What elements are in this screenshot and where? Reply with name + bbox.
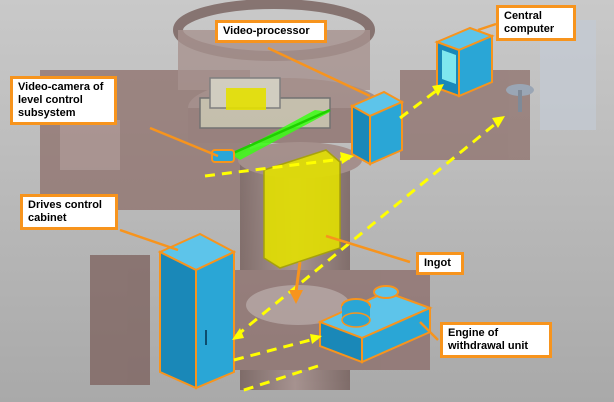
arrow-from-cabinet (492, 116, 505, 128)
link-processor-computer (399, 86, 441, 120)
arrow-to-engine (310, 334, 322, 344)
link-engine-bottom (237, 364, 319, 394)
furnace-structure (40, 0, 530, 390)
label-engine: Engine of withdrawal unit (440, 322, 552, 358)
ingot-body (226, 88, 341, 269)
leader-video-camera (149, 126, 219, 158)
data-links (204, 86, 501, 394)
label-central-computer: Central computer (496, 5, 576, 41)
engine-device (317, 285, 433, 364)
link-cabinet-engine (233, 336, 319, 362)
label-video-camera: Video-camera of level control subsystem (10, 76, 117, 125)
withdrawal-arrow (289, 261, 303, 304)
leader-video-processor (267, 46, 371, 98)
label-video-processor: Video-processor (215, 20, 327, 43)
drives-cabinet-device (157, 232, 237, 390)
leader-engine (419, 321, 439, 341)
label-drives-cabinet: Drives control cabinet (20, 194, 118, 230)
arrow-to-computer (432, 84, 444, 96)
leader-lines (119, 22, 497, 341)
arrow-to-processor (340, 152, 354, 164)
video-processor-device (349, 90, 405, 166)
video-camera-device (211, 149, 235, 163)
leader-drives-cabinet (119, 228, 179, 252)
leader-central-computer (477, 22, 497, 32)
arrow-to-cabinet (232, 328, 244, 340)
leader-ingot (325, 234, 411, 264)
link-camera-processor (204, 156, 351, 178)
laser-beam (221, 108, 331, 160)
link-arrowheads (232, 84, 505, 344)
link-computer-cabinet (235, 118, 501, 338)
label-ingot: Ingot (416, 252, 464, 275)
